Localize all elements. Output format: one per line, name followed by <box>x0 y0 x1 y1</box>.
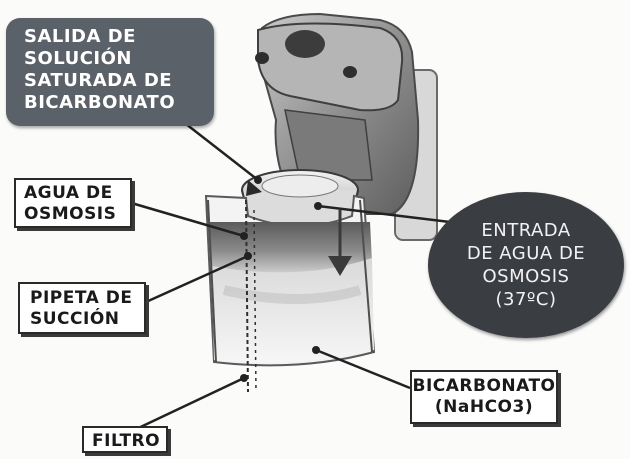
suction-pipette <box>245 199 257 393</box>
label-salida-solucion: SALIDA DE SOLUCIÓN SATURADA DE BICARBONA… <box>6 18 214 126</box>
label-agua-osmosis: AGUA DE OSMOSIS <box>14 178 132 228</box>
leader-dots <box>240 176 322 382</box>
label-bicarbonato: BICARBONATO (NaHCO3) <box>410 370 558 424</box>
outlet-flow-arrow <box>246 180 262 196</box>
leader-line-entrada <box>317 204 451 224</box>
label-pipeta-succion: PIPETA DE SUCCIÓN <box>18 282 146 334</box>
inlet-flow-arrow <box>328 210 352 276</box>
leader-line-filtro <box>129 376 245 434</box>
cartridge-cap <box>241 169 359 228</box>
leader-line-pipeta <box>145 254 249 304</box>
leader-line-bicarbonato <box>315 348 411 390</box>
label-entrada-agua-osmosis: ENTRADA DE AGUA DE OSMOSIS (37ºC) <box>428 192 624 338</box>
label-filtro: FILTRO <box>82 426 168 453</box>
holder-body <box>255 12 420 215</box>
leader-line-agua-osmosis <box>127 200 245 238</box>
